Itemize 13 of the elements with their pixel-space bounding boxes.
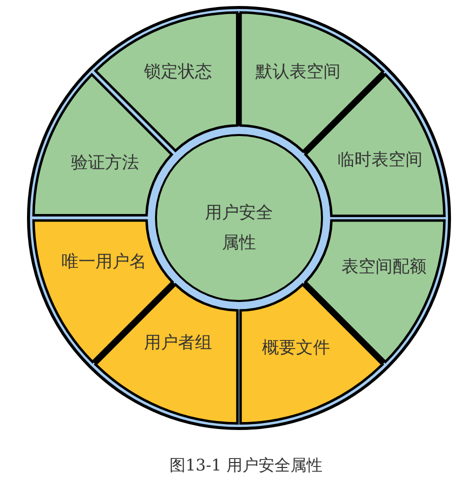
sector-label: 锁定状态 xyxy=(144,62,212,82)
sector-label: 验证方法 xyxy=(70,152,139,174)
caption: 图13-1 用户安全属性 xyxy=(169,455,323,475)
center-label: 用户安全属性 xyxy=(204,202,274,255)
ring-sector xyxy=(94,11,240,153)
sector-label: 默认表空间 xyxy=(255,62,340,82)
sector-label: 表空间配额 xyxy=(341,256,426,278)
ring-sector xyxy=(94,282,239,425)
sector-label: 用户者组 xyxy=(144,332,212,354)
sector-label: 唯一用户名 xyxy=(61,252,146,272)
sector-label: 概要文件 xyxy=(262,338,330,358)
ring-sector xyxy=(239,282,384,425)
sector-label: 临时表空间 xyxy=(337,150,422,170)
